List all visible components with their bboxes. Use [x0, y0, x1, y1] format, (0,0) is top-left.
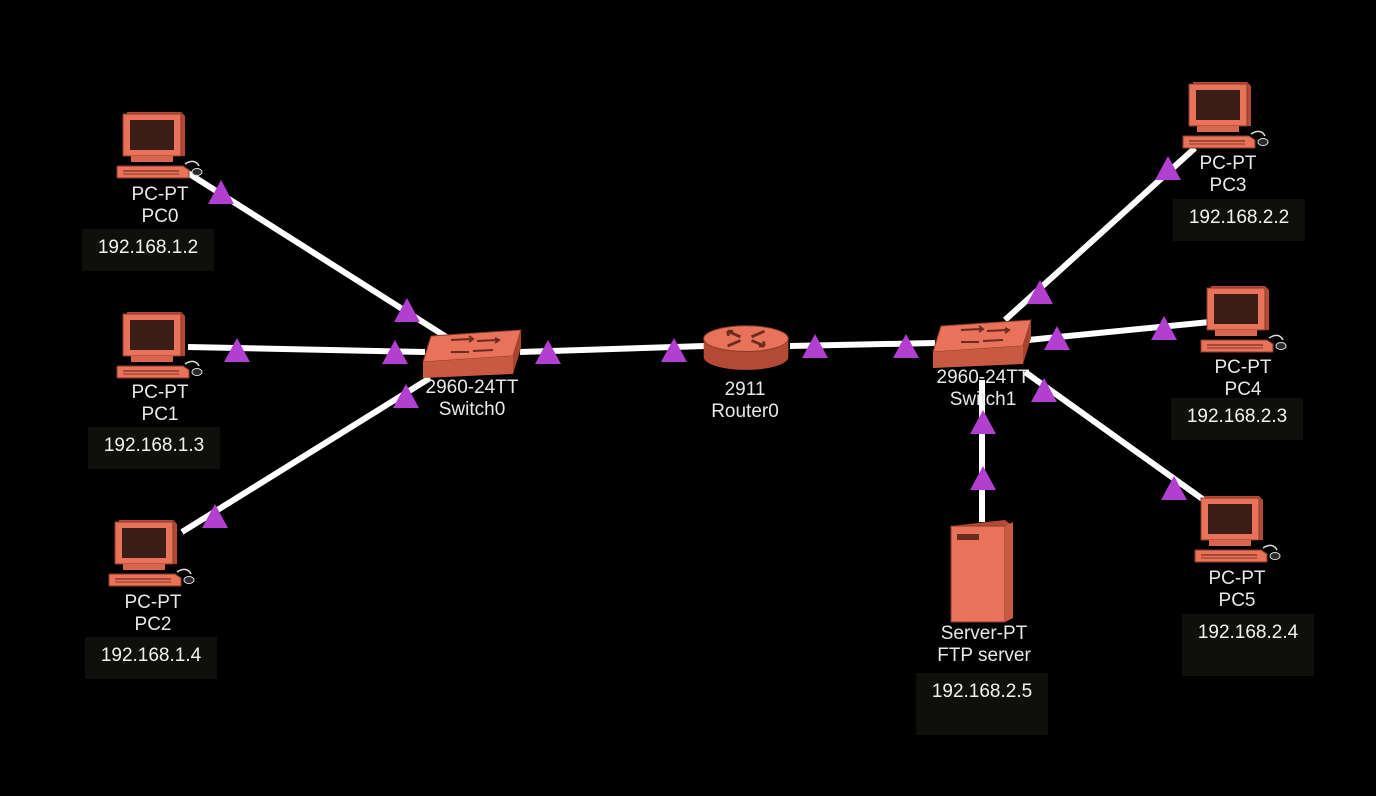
- device-label-pc1: PC-PT PC1: [132, 382, 189, 426]
- ip-address: 192.168.1.4: [100, 645, 202, 666]
- device-model: PC-PT: [1214, 357, 1272, 378]
- device-label-switch0: 2960-24TT Switch0: [426, 377, 519, 421]
- link-up-indicator: [970, 466, 996, 490]
- device-name: FTP server: [937, 645, 1031, 666]
- link-up-indicator: [393, 384, 419, 408]
- device-model: 2960-24TT: [936, 367, 1030, 388]
- link-up-indicator: [893, 334, 919, 358]
- link-up-indicator: [1155, 156, 1181, 180]
- device-name: Router0: [711, 401, 779, 422]
- ip-address: 192.168.2.4: [1197, 622, 1299, 643]
- router0-icon[interactable]: [702, 324, 790, 372]
- device-label-pc4: PC-PT PC4: [1215, 357, 1272, 401]
- device-label-switch1: 2960-24TT Switch1: [937, 367, 1030, 411]
- device-name: Switch1: [949, 389, 1017, 410]
- pc3-icon[interactable]: [1182, 81, 1269, 149]
- device-model: PC-PT: [131, 184, 189, 205]
- device-name: PC0: [141, 206, 179, 227]
- cable-pc2-switch0[interactable]: [180, 375, 432, 535]
- link-up-indicator: [208, 180, 234, 204]
- device-name: PC2: [134, 614, 172, 635]
- device-name: PC4: [1224, 379, 1262, 400]
- device-model: Server-PT: [940, 623, 1028, 644]
- cable-pc1-switch0[interactable]: [187, 344, 426, 355]
- device-name: PC1: [141, 404, 179, 425]
- pc0-icon[interactable]: [116, 111, 203, 179]
- device-label-ftp-server: Server-PT FTP server: [937, 623, 1031, 667]
- cable-switch1-pc5[interactable]: [1023, 369, 1217, 511]
- device-model: PC-PT: [124, 592, 182, 613]
- device-label-pc5: PC-PT PC5: [1209, 568, 1266, 612]
- link-up-indicator: [970, 410, 996, 434]
- ip-note-pc3[interactable]: 192.168.2.2: [1173, 199, 1305, 241]
- link-up-indicator: [394, 298, 420, 322]
- link-up-indicator: [535, 340, 561, 364]
- device-model: PC-PT: [1199, 153, 1257, 174]
- link-up-indicator: [1044, 326, 1070, 350]
- ftp-server-icon[interactable]: [950, 519, 1014, 623]
- device-label-router0: 2911 Router0: [711, 379, 779, 423]
- link-up-indicator: [1161, 476, 1187, 500]
- link-up-indicator: [382, 340, 408, 364]
- ip-address: 192.168.2.2: [1188, 207, 1290, 228]
- ip-note-ftp-server[interactable]: 192.168.2.5: [916, 673, 1048, 735]
- ip-note-pc2[interactable]: 192.168.1.4: [85, 637, 217, 679]
- ip-note-pc0[interactable]: 192.168.1.2: [82, 229, 214, 271]
- device-model: PC-PT: [131, 382, 189, 403]
- link-up-indicator: [1031, 378, 1057, 402]
- device-model: PC-PT: [1208, 568, 1266, 589]
- device-name: Switch0: [438, 399, 506, 420]
- ip-note-pc5[interactable]: 192.168.2.4: [1182, 614, 1314, 676]
- device-name: PC3: [1209, 175, 1247, 196]
- switch0-icon[interactable]: [421, 328, 522, 378]
- ip-address: 192.168.2.5: [931, 681, 1033, 702]
- link-up-indicator: [224, 338, 250, 362]
- device-label-pc3: PC-PT PC3: [1200, 153, 1257, 197]
- device-model: 2911: [724, 379, 766, 400]
- device-model: 2960-24TT: [425, 377, 519, 398]
- ip-note-pc4[interactable]: 192.168.2.3: [1171, 398, 1303, 440]
- ip-address: 192.168.2.3: [1186, 406, 1288, 427]
- link-up-indicator: [802, 334, 828, 358]
- device-name: PC5: [1218, 590, 1256, 611]
- ip-note-pc1[interactable]: 192.168.1.3: [88, 427, 220, 469]
- device-label-pc0: PC-PT PC0: [132, 184, 189, 228]
- pc5-icon[interactable]: [1194, 495, 1281, 563]
- link-up-indicator: [1027, 280, 1053, 304]
- pc4-icon[interactable]: [1200, 285, 1287, 353]
- link-up-indicator: [661, 338, 687, 362]
- link-up-indicator: [202, 504, 228, 528]
- switch1-icon[interactable]: [931, 318, 1032, 368]
- ip-address: 192.168.1.3: [103, 435, 205, 456]
- link-up-indicator: [1151, 316, 1177, 340]
- ip-address: 192.168.1.2: [97, 237, 199, 258]
- device-label-pc2: PC-PT PC2: [125, 592, 182, 636]
